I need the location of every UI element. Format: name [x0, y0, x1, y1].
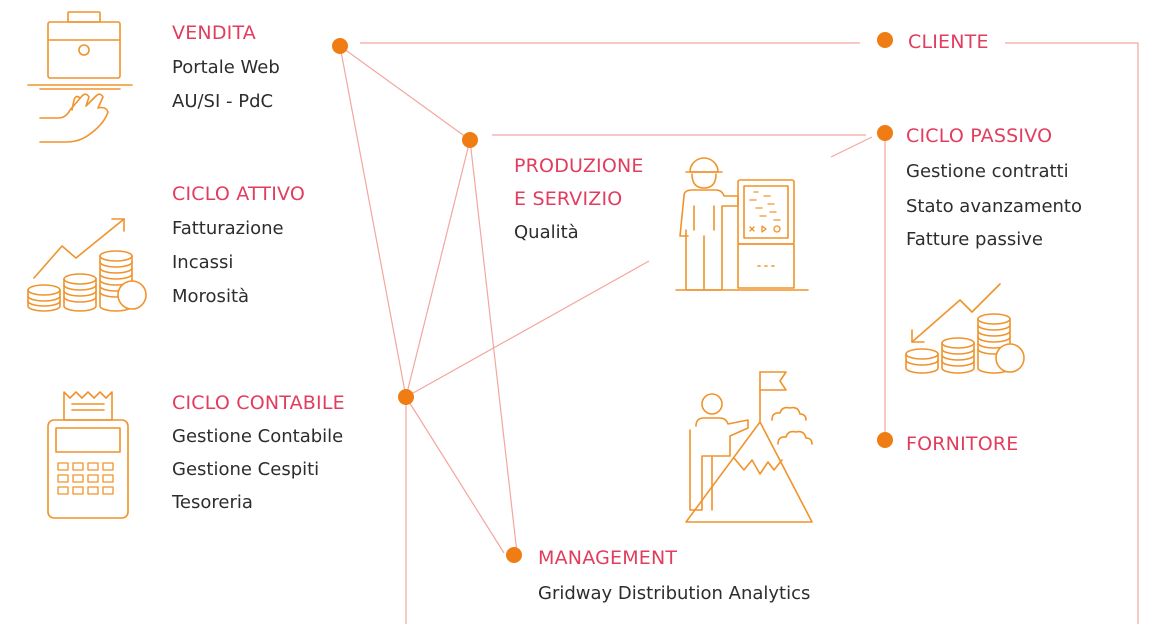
- node-cliente: [877, 32, 893, 48]
- management-item: Gridway Distribution Analytics: [538, 583, 811, 604]
- ciclo-passivo-item: Stato avanzamento: [906, 196, 1082, 217]
- ciclo-passivo-item: Fatture passive: [906, 229, 1043, 250]
- node-fornitore: [877, 432, 893, 448]
- cash-register-icon: [47, 391, 129, 519]
- coins-decline-icon: [905, 283, 1025, 374]
- mountain-flag-icon: [685, 371, 813, 523]
- node-produzione: [462, 132, 478, 148]
- worker-control-panel-icon: [675, 157, 809, 291]
- node-vendita: [332, 38, 348, 54]
- management-title: MANAGEMENT: [538, 547, 678, 569]
- ciclo-contabile-title: CICLO CONTABILE: [172, 392, 345, 414]
- ciclo-passivo-item: Gestione contratti: [906, 161, 1069, 182]
- vendita-item: AU/SI - PdC: [172, 91, 274, 112]
- produzione-item: Qualità: [514, 222, 579, 243]
- node-management: [506, 547, 522, 563]
- fornitore-title: FORNITORE: [906, 433, 1019, 455]
- cliente-title: CLIENTE: [908, 31, 989, 53]
- vendita-item: Portale Web: [172, 57, 280, 78]
- coins-growth-icon: [27, 218, 147, 312]
- ciclo-attivo-item: Incassi: [172, 252, 234, 273]
- ciclo-contabile-item: Gestione Contabile: [172, 426, 344, 447]
- node-ciclo-contabile: [398, 389, 414, 405]
- produzione-title-line2: E SERVIZIO: [514, 188, 623, 210]
- ciclo-passivo-title: CICLO PASSIVO: [906, 125, 1053, 147]
- ciclo-attivo-item: Morosità: [172, 286, 250, 307]
- ciclo-attivo-item: Fatturazione: [172, 218, 284, 239]
- ciclo-attivo-title: CICLO ATTIVO: [172, 183, 306, 205]
- ciclo-contabile-item: Tesoreria: [172, 492, 253, 513]
- connector-lines: [339, 42, 1139, 624]
- vendita-title: VENDITA: [172, 22, 256, 44]
- briefcase-hand-icon: [27, 11, 133, 143]
- produzione-title: PRODUZIONE: [514, 155, 644, 177]
- ciclo-contabile-item: Gestione Cespiti: [172, 459, 320, 480]
- node-ciclo-passivo: [877, 125, 893, 141]
